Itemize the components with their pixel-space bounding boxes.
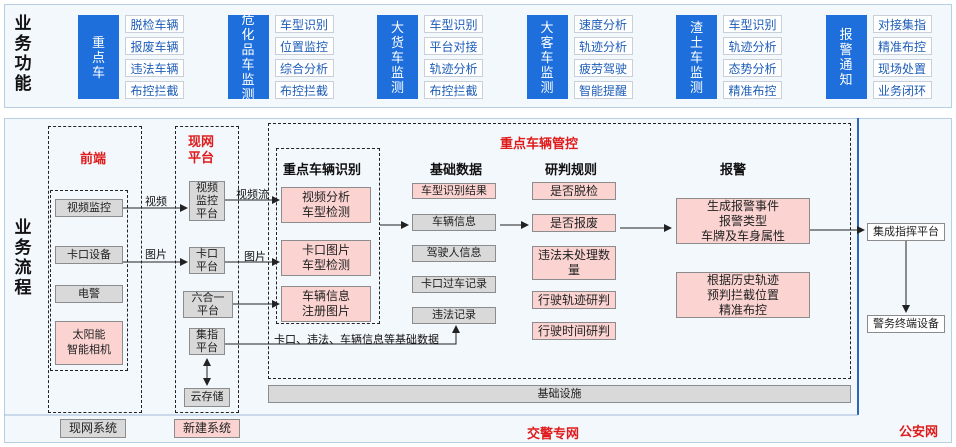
video-platform: 视频 监控 平台 [189,181,225,221]
function-item: 对接集指 [872,15,932,33]
traffic-police-network-label: 交警专网 [527,426,580,441]
frontend-group [48,126,142,413]
cloud-storage: 云存储 [184,388,230,407]
function-item: 轨迹分析 [424,59,483,77]
e-police-device: 电警 [55,285,123,303]
function-group-title-text: 渣土车监测 [689,19,703,95]
function-item: 轨迹分析 [723,37,782,55]
control-group [268,123,851,379]
police-terminal-device: 警务终端设备 [867,315,945,333]
function-group-title-text: 重点车 [91,34,105,80]
function-item: 报废车辆 [125,37,184,55]
identify-group [276,148,380,324]
rule-unhandled-violations: 违法未处理数 量 [532,246,616,280]
base-data-flow-label: 卡口、违法、车辆信息等基础数据 [274,334,439,346]
identify-video-analysis: 视频分析 车型检测 [281,187,371,223]
checkpoint-platform: 卡口 平台 [189,247,225,274]
six-in-one-platform: 六合一 平台 [183,291,233,318]
function-item: 精准布控 [723,81,782,99]
function-item: 布控拦截 [274,81,334,99]
base-data-driver-info: 驾驶人信息 [412,245,496,262]
frontend-title: 前端 [80,151,107,166]
function-item: 疲劳驾驶 [573,59,633,77]
base-data-title: 基础数据 [430,162,483,177]
function-item: 位置监控 [274,37,334,55]
image-flow-label: 图片 [145,249,167,261]
function-group-title-text: 报警通知 [839,27,853,87]
business-functions-label: 业务功能 [14,14,32,93]
function-item: 布控拦截 [424,81,483,99]
command-center-platform: 集成指挥平台 [867,223,945,241]
function-item: 布控拦截 [125,81,184,99]
command-platform: 集指 平台 [189,328,225,355]
legend-new-system: 新建系统 [174,419,240,438]
video-stream-label: 视频流 [236,189,269,201]
function-item: 车型识别 [274,15,334,33]
function-item: 综合分析 [274,59,334,77]
function-item: 车型识别 [723,15,782,33]
function-group-title-text: 大客车监测 [540,19,554,95]
alarm-title: 报警 [720,162,747,177]
function-group-title-text: 大货车监测 [390,19,404,95]
base-data-violation-record: 违法记录 [412,307,496,324]
infrastructure-bar: 基础设施 [268,385,851,403]
function-group-title: 大客车监测 [526,15,568,99]
platform-title: 现网 平台 [188,134,215,165]
function-group-title: 大货车监测 [377,15,418,99]
video-flow-label: 视频 [145,196,167,208]
rule-trajectory: 行驶轨迹研判 [532,291,616,309]
function-group-title: 重点车 [78,15,119,99]
public-security-network-label: 公安网 [899,424,939,439]
function-item: 轨迹分析 [573,37,633,55]
function-item: 智能提醒 [573,81,633,99]
alarm-predict-intercept: 根据历史轨迹 预判拦截位置 精准布控 [676,272,810,318]
rule-scrapped: 是否报废 [532,214,616,232]
function-item: 态势分析 [723,59,782,77]
function-item: 速度分析 [573,15,633,33]
rules-title: 研判规则 [545,162,598,177]
function-group-title: 报警通知 [825,15,867,99]
control-title: 重点车辆管控 [500,136,579,151]
function-item: 现场处置 [872,59,932,77]
identify-title: 重点车辆识别 [283,162,362,177]
alarm-generate-event: 生成报警事件 报警类型 车牌及车身属性 [676,198,810,244]
rule-inspection: 是否脱检 [532,182,616,200]
function-group-title: 危化品车监测 [227,12,269,102]
frontend-device-group [50,190,128,371]
base-data-vehicle-info: 车辆信息 [412,214,496,231]
function-item: 业务闭环 [872,81,932,99]
function-item: 车型识别 [424,15,483,33]
base-data-checkpoint-record: 卡口过车记录 [412,276,496,293]
function-group-title-text: 危化品车监测 [241,12,255,102]
business-process-label: 业务流程 [14,218,32,297]
function-item: 平台对接 [424,37,483,55]
checkpoint-device: 卡口设备 [55,246,123,264]
solar-smart-camera: 太阳能 智能相机 [55,321,123,365]
base-data-vehicle-type-result: 车型识别结果 [412,183,496,199]
platform-group [175,126,239,413]
function-item: 违法车辆 [125,59,184,77]
function-group-title: 渣土车监测 [676,15,717,99]
image-flow-label-2: 图片 [244,251,266,263]
identify-vehicle-info: 车辆信息 注册图片 [281,286,371,322]
rule-driving-time: 行驶时间研判 [532,322,616,340]
function-item: 脱检车辆 [125,15,184,33]
identify-checkpoint-image: 卡口图片 车型检测 [281,240,371,276]
legend-existing-system: 现网系统 [60,419,126,438]
video-surveillance-device: 视频监控 [55,199,123,217]
function-item: 精准布控 [872,37,932,55]
